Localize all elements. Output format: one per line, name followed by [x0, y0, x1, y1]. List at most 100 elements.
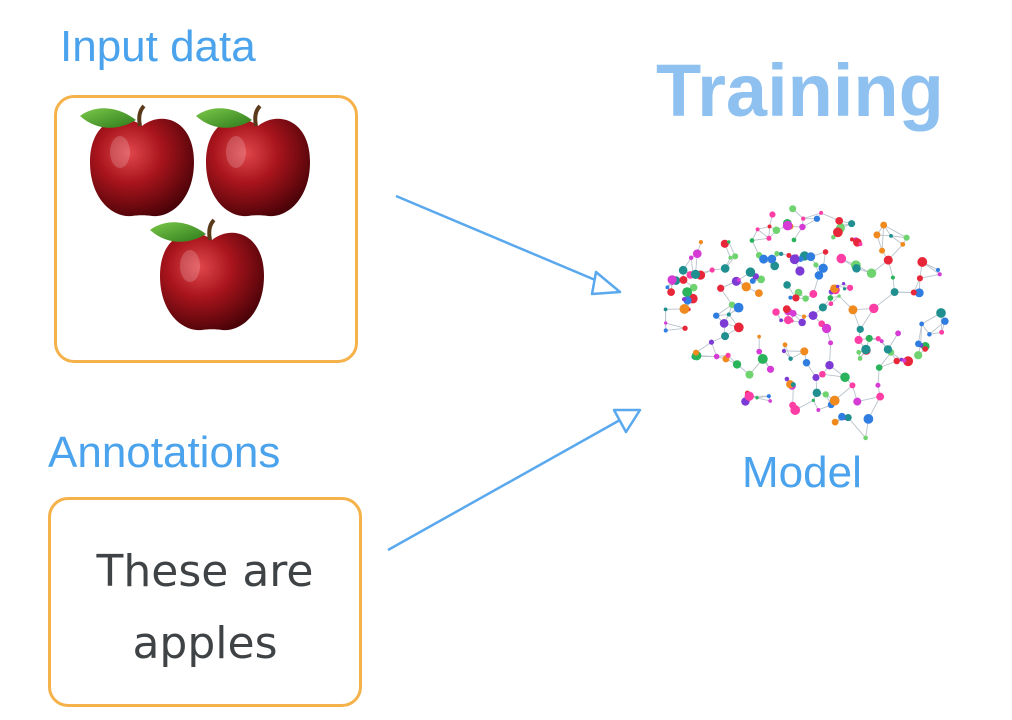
- brain-node: [789, 254, 800, 265]
- brain-node: [818, 303, 827, 312]
- brain-node: [728, 255, 733, 260]
- brain-node: [814, 271, 824, 280]
- brain-node: [828, 340, 834, 346]
- arrow-input-to-model: [395, 194, 622, 296]
- brain-node: [790, 382, 796, 388]
- brain-node: [903, 356, 914, 367]
- brain-node: [822, 249, 829, 255]
- apple-icon: [150, 218, 264, 331]
- brain-node: [853, 397, 862, 406]
- brain-node: [708, 339, 715, 345]
- brain-node: [879, 247, 886, 254]
- brain-node: [728, 301, 736, 308]
- brain-node: [856, 349, 862, 355]
- brain-node: [844, 413, 852, 422]
- brain-node: [690, 269, 701, 279]
- brain-node: [840, 372, 850, 382]
- brain-node: [789, 309, 797, 317]
- brain-node: [883, 345, 893, 354]
- brain-node: [879, 339, 884, 344]
- brain-node: [939, 329, 945, 335]
- annotation-text: These are apples: [51, 536, 359, 680]
- brain-node: [863, 414, 874, 424]
- annotation-box: These are apples: [48, 497, 362, 707]
- brain-node: [688, 255, 694, 261]
- brain-node: [849, 382, 856, 389]
- neural-network-brain-icon: [663, 205, 949, 441]
- brain-node: [720, 264, 730, 273]
- annotation-text-line-2: apples: [132, 618, 278, 669]
- brain-node: [875, 364, 883, 371]
- brain-node: [858, 242, 863, 247]
- brain-node: [837, 294, 841, 298]
- brain-node: [919, 321, 925, 327]
- brain-node: [873, 231, 881, 239]
- brain-node: [903, 234, 910, 241]
- apple-icon: [196, 104, 310, 217]
- brain-node: [937, 272, 942, 277]
- brain-node: [681, 297, 687, 302]
- brain-node: [861, 344, 871, 355]
- brain-node: [732, 253, 739, 260]
- brain-node: [745, 370, 754, 379]
- brain-node: [848, 305, 858, 315]
- brain-node: [749, 277, 756, 284]
- brain-node: [812, 388, 822, 398]
- brain-node: [788, 295, 793, 300]
- brain-node: [806, 252, 816, 262]
- brain-node: [798, 318, 806, 327]
- brain-node: [663, 307, 668, 312]
- brain-node: [819, 210, 824, 215]
- brain-node: [916, 275, 924, 282]
- brain-node: [784, 315, 793, 325]
- brain-node: [875, 382, 881, 388]
- brain-node: [832, 227, 843, 238]
- brain-node: [941, 317, 949, 325]
- brain-node: [733, 322, 744, 333]
- brain-node: [768, 399, 772, 403]
- brain-node: [717, 284, 725, 292]
- brain-node: [786, 252, 792, 258]
- brain-node: [914, 351, 923, 360]
- brain-node: [782, 305, 791, 314]
- brain-node: [822, 391, 829, 398]
- brain-node: [784, 376, 790, 382]
- brain-node: [831, 418, 839, 426]
- brain-node: [772, 308, 780, 316]
- brain-node: [829, 395, 840, 406]
- brain-node: [720, 239, 729, 248]
- brain-node: [665, 285, 670, 290]
- brain-node: [910, 289, 917, 296]
- brain-node: [812, 373, 820, 382]
- brain-node: [726, 312, 731, 317]
- brain-node: [779, 318, 784, 323]
- brain-node: [788, 356, 793, 361]
- brain-node: [915, 340, 922, 348]
- brain-node: [863, 435, 868, 441]
- brain-node: [682, 325, 688, 331]
- brain-node: [725, 352, 731, 358]
- brain-node: [889, 233, 893, 238]
- brain-node: [719, 319, 729, 328]
- brain-node: [772, 226, 781, 235]
- brain-node: [917, 257, 928, 267]
- brain-node: [757, 334, 761, 339]
- brain-node: [819, 370, 826, 378]
- brain-node: [755, 227, 760, 232]
- brain-node: [698, 240, 704, 245]
- brain-node: [866, 268, 877, 278]
- brain-node: [792, 294, 800, 302]
- brain-node: [713, 353, 720, 360]
- brain-node: [664, 321, 668, 325]
- brain-node: [713, 312, 720, 319]
- brain-node: [825, 361, 834, 370]
- brain-node: [828, 301, 834, 307]
- brain-node: [890, 275, 895, 280]
- brain-node: [766, 365, 775, 373]
- brain-node: [774, 251, 780, 257]
- brain-node: [667, 288, 676, 297]
- brain-node: [849, 237, 855, 242]
- annotation-text-line-1: These are: [96, 546, 314, 597]
- brain-node: [821, 323, 832, 334]
- brain-node: [732, 360, 742, 369]
